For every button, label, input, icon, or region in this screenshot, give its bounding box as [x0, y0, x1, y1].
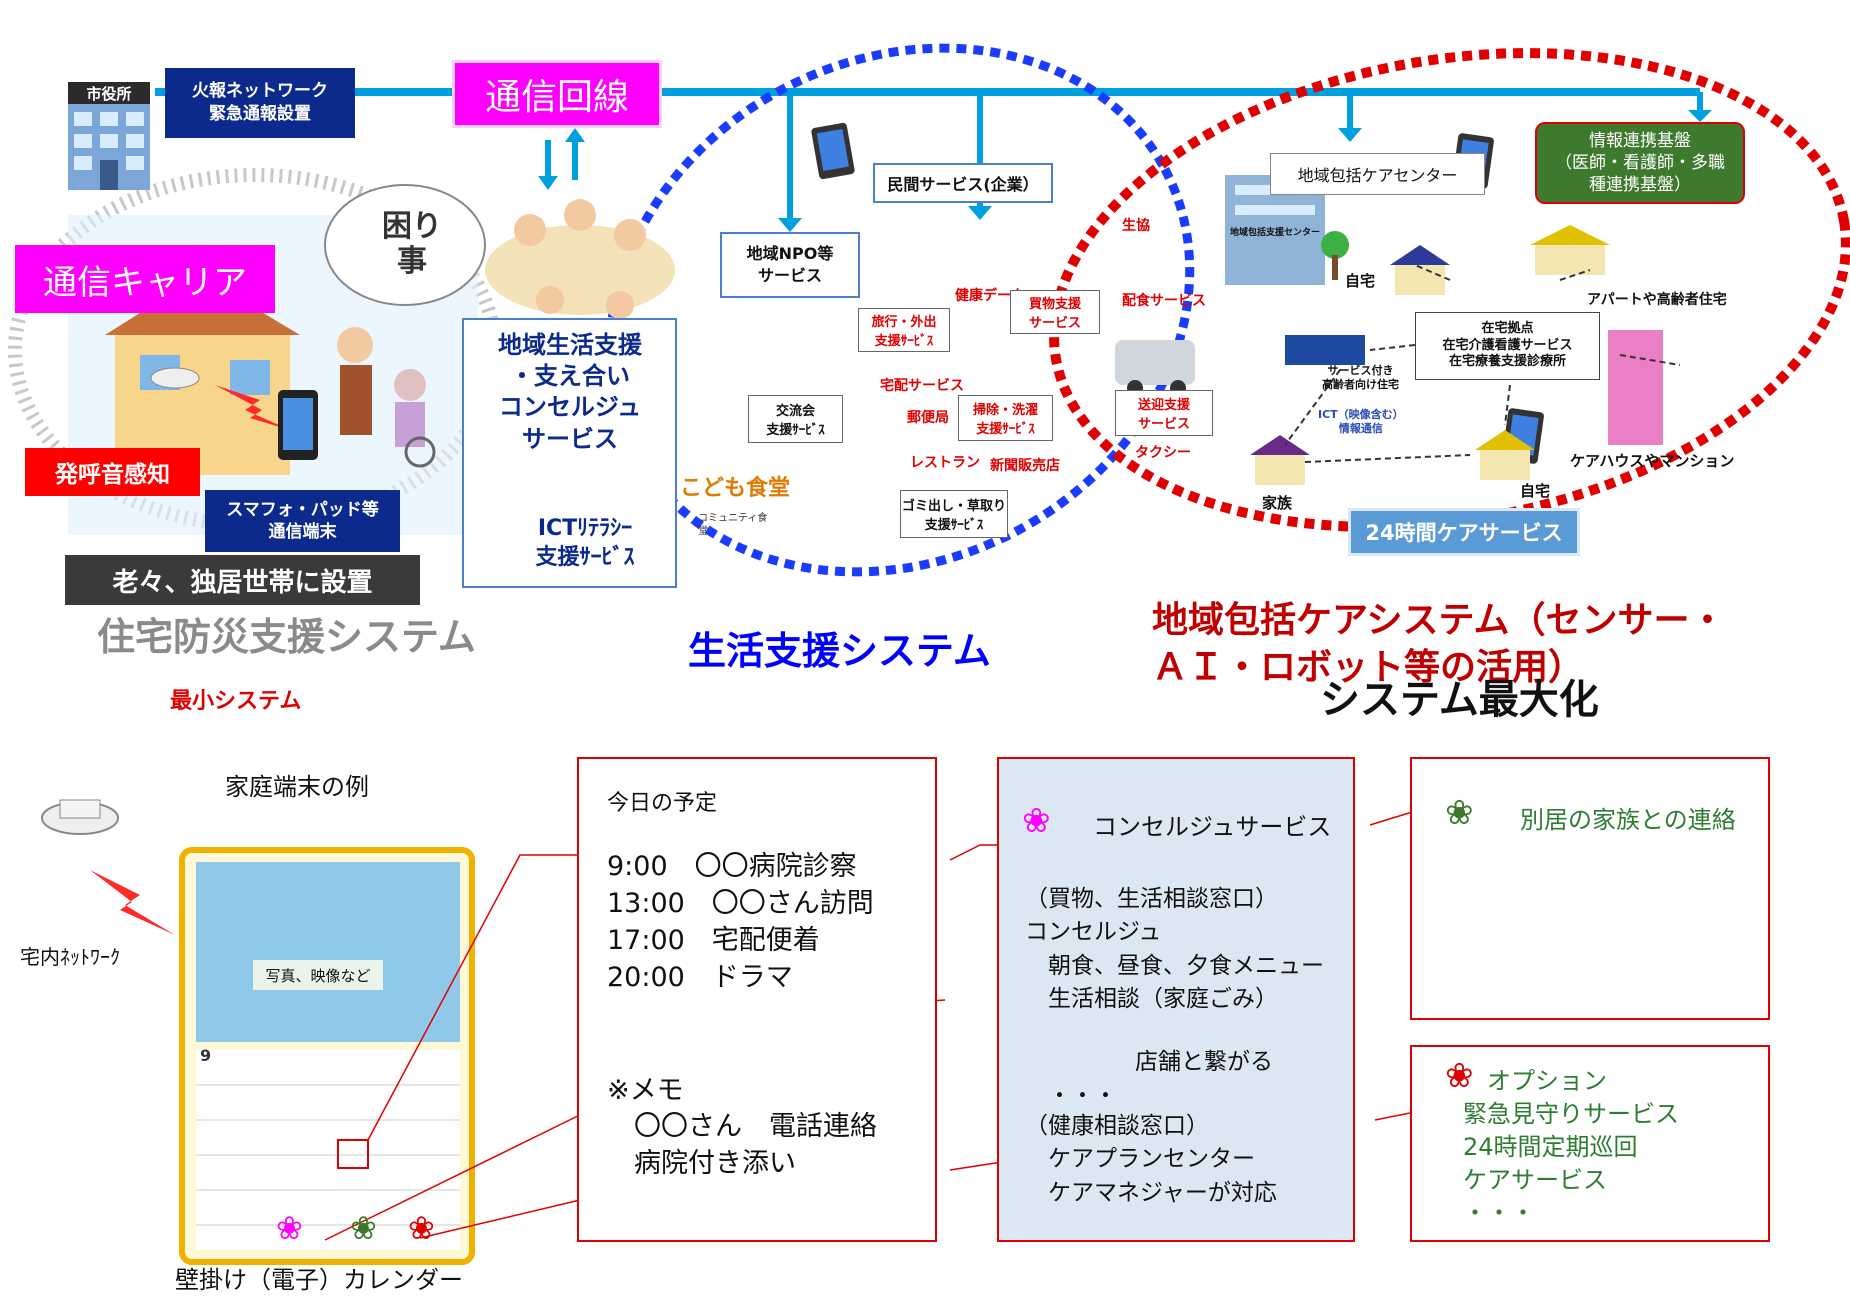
photo-area-label: 写真、映像など — [253, 960, 383, 990]
community-support-text: 地域生活支援 ・支え合い コンセルジュ サービス — [498, 331, 642, 453]
home2-label: 自宅 — [1520, 482, 1551, 500]
min-system-label: 最小システム — [170, 689, 302, 714]
family-label: 家族 — [1262, 494, 1293, 512]
option-box — [1410, 1045, 1770, 1242]
health-body: （健康相談窓口） ケアプランセンター ケアマネジャーが対応 — [1025, 1113, 1277, 1206]
schedule-title: 今日の予定 — [607, 791, 718, 816]
install-label: 老々、独居世帯に設置 — [65, 555, 420, 605]
private-service-box: 民間サービス(企業） — [873, 163, 1053, 203]
concierge-dots: ・・・ — [1048, 1083, 1117, 1109]
transport-box: 送迎支援 サービス — [1115, 390, 1213, 436]
flower-icon-red[interactable]: ❀ — [408, 1209, 435, 1247]
family-flower-icon: ❀ — [1445, 793, 1474, 833]
life-system-title: 生活支援システム — [688, 629, 991, 673]
travel-box: 旅行・外出 支援ｻｰﾋﾞｽ — [858, 308, 950, 352]
fire-network-box: 火報ネットワーク 緊急通報設置 — [165, 68, 355, 138]
apartment-label: アパートや高齢者住宅 — [1587, 292, 1727, 308]
serviced-housing-label: サービス付き 高齢者向け住宅 — [1322, 364, 1399, 391]
calendar-month: 9 — [200, 1046, 212, 1065]
sound-detect-label: 発呼音感知 — [25, 448, 200, 496]
option-text: オプション 緊急見守りサービス 24時間定期巡回 ケアサービス ・・・ — [1463, 1067, 1679, 1228]
kodomo-label: こども食堂 — [680, 476, 791, 501]
service24-box: 24時間ケアサービス — [1348, 508, 1580, 556]
restaurant-label: レストラン — [910, 455, 980, 471]
schedule-item: 13:00 〇〇さん訪問 — [607, 888, 874, 919]
concierge-box — [997, 757, 1355, 1242]
example-title: 家庭端末の例 — [225, 773, 369, 801]
concierge-flower-icon: ❀ — [1022, 801, 1051, 841]
smartphone-label: スマフォ・パッド等 通信端末 — [205, 490, 400, 552]
home-safety-title: 住宅防災支援システム — [97, 615, 476, 659]
info-platform-box: 情報連携基盤 （医師・看護師・多職 種連携基盤） — [1535, 122, 1745, 204]
care-system-title: 地域包括ケアシステム（センサー・ ＡＩ・ロボット等の活用） — [1152, 600, 1726, 688]
family-contact-box — [1410, 757, 1770, 1020]
building-sign: 地域包括支援センター — [1230, 228, 1321, 238]
concierge-title: コンセルジュサービス — [1093, 813, 1332, 841]
newspaper-label: 新聞販売店 — [990, 458, 1060, 474]
schedule-box — [577, 757, 937, 1242]
exchange-box: 交流会 支援ｻｰﾋﾞｽ — [748, 395, 843, 443]
trouble-bubble-text: 困り 事 — [382, 209, 442, 279]
community-support-box — [462, 318, 677, 588]
calendar-label: 壁掛け（電子）カレンダー — [175, 1266, 463, 1294]
schedule-item: 20:00 ドラマ — [607, 962, 793, 993]
meal-label: 配食サービス — [1122, 293, 1206, 309]
post-label: 郵便局 — [907, 410, 949, 426]
npo-box: 地域NPO等 サービス — [720, 232, 860, 298]
concierge-body: （買物、生活相談窓口） コンセルジュ 朝食、昼食、夕食メニュー 生活相談（家庭ご… — [1025, 886, 1324, 1013]
garbage-box: ゴミ出し・草取り 支援ｻｰﾋﾞｽ — [900, 490, 1008, 538]
home-label: 自宅 — [1345, 272, 1376, 290]
shopping-box: 買物支援 サービス — [1010, 290, 1100, 334]
carehouse-label: ケアハウスやマンション — [1570, 452, 1735, 470]
care-center-box: 地域包括ケアセンター — [1270, 153, 1485, 195]
health-data-label: 健康データ — [955, 288, 1025, 304]
home-base-box: 在宅拠点 在宅介護看護サービス 在宅療養支援診療所 — [1415, 312, 1600, 380]
ict-label: ICT（映像含む） 情報通信 — [1318, 408, 1404, 435]
maximize-label: システム最大化 — [1320, 677, 1599, 723]
option-flower-icon: ❀ — [1445, 1056, 1474, 1096]
home-network-label: 宅内ﾈｯﾄﾜｰｸ — [20, 945, 120, 969]
flower-icon-pink[interactable]: ❀ — [276, 1209, 303, 1247]
comm-line-label: 通信回線 — [452, 60, 662, 128]
taxi-label: タクシー — [1135, 445, 1191, 461]
schedule-item: 17:00 宅配便着 — [607, 925, 820, 956]
flower-icon-green[interactable]: ❀ — [350, 1209, 377, 1247]
coop-label: 生協 — [1122, 218, 1150, 234]
city-hall-sign: 市役所 — [68, 82, 150, 104]
family-contact-title: 別居の家族との連絡 — [1520, 806, 1736, 834]
delivery-label: 宅配サービス — [880, 378, 964, 394]
kodomo-sub-label: コミュニティ食 堂 — [698, 513, 768, 537]
memo-text: ※メモ 〇〇さん 電話連絡 病院付き添い — [607, 1075, 877, 1179]
schedule-item: 9:00 〇〇病院診察 — [607, 851, 857, 882]
ict-support-text: ICTﾘﾃﾗｼｰ 支援ｻｰﾋﾞｽ — [535, 516, 635, 570]
carrier-label: 通信キャリア — [15, 245, 275, 313]
store-link-text: 店舗と繋がる — [1135, 1049, 1273, 1075]
cleaning-box: 掃除・洗濯 支援ｻｰﾋﾞｽ — [958, 395, 1053, 441]
